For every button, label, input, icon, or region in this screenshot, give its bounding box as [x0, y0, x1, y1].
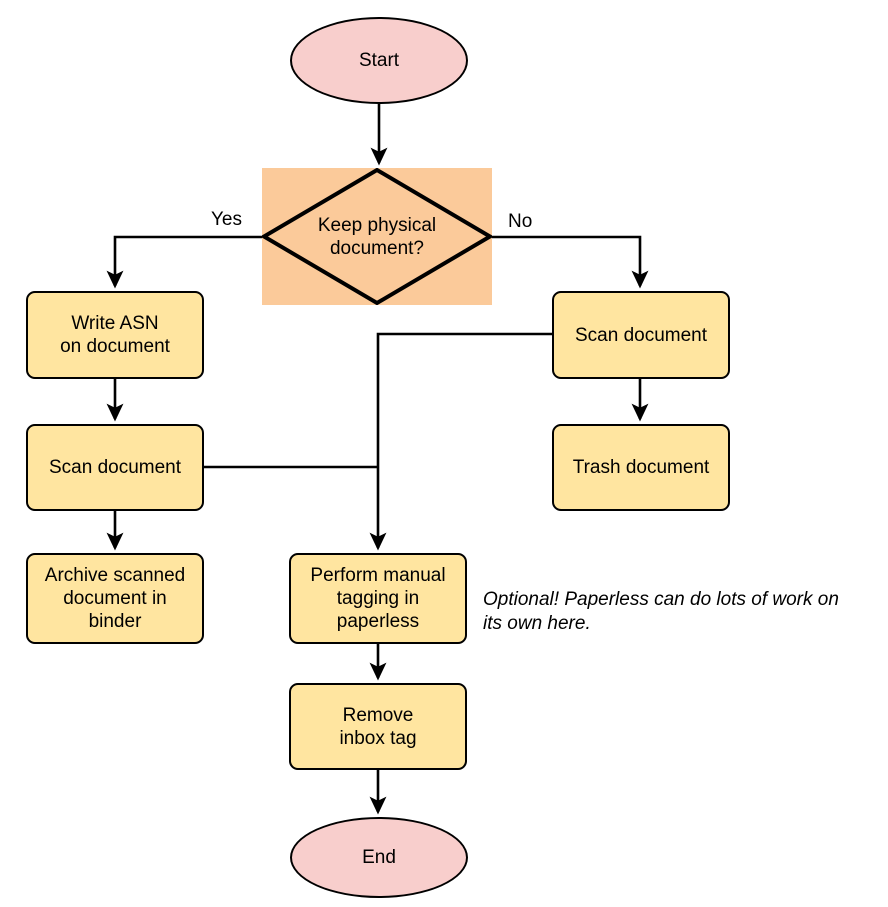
- annotation-optional-note: Optional! Paperless can do lots of work …: [483, 588, 883, 636]
- node-remove-label-line2: inbox tag: [339, 727, 417, 749]
- node-tagging-label: Perform manual tagging in paperless: [310, 564, 445, 633]
- edge-decision-to-scan-right: [492, 235, 649, 289]
- node-remove-label-line1: Remove: [342, 704, 414, 726]
- node-tagging-label-line1: Perform manual: [310, 565, 446, 586]
- node-tagging-label-line2: tagging in: [336, 588, 420, 609]
- node-archive-label-line1: Archive scanned: [44, 565, 186, 586]
- diamond-shape: [262, 168, 492, 305]
- node-scan-document-right-label: Scan document: [574, 324, 708, 346]
- node-decision-keep-physical-document[interactable]: Keep physical document?: [262, 168, 492, 305]
- node-remove-label: Remove inbox tag: [339, 704, 416, 750]
- node-scan-document-left-label: Scan document: [48, 457, 182, 478]
- edge-label-no: No: [508, 211, 533, 232]
- edge-decision-to-write-asn: [106, 235, 262, 289]
- node-write-asn-label-line1: Write ASN: [71, 313, 159, 334]
- node-write-asn-on-document[interactable]: Write ASN on document: [26, 291, 204, 379]
- node-archive-scanned-document[interactable]: Archive scanned document in binder: [26, 553, 204, 644]
- node-write-asn-label: Write ASN on document: [60, 312, 170, 358]
- node-start[interactable]: Start: [290, 17, 468, 104]
- annotation-optional-note-line2: its own here.: [483, 613, 591, 634]
- node-archive-label: Archive scanned document in binder: [45, 564, 185, 633]
- node-trash-document-label: Trash document: [572, 457, 710, 478]
- node-remove-inbox-tag[interactable]: Remove inbox tag: [289, 683, 467, 770]
- node-scan-document-left[interactable]: Scan document: [26, 424, 204, 511]
- edge-scan-right-to-tagging: [369, 332, 552, 551]
- edge-label-yes: Yes: [211, 209, 242, 230]
- node-perform-manual-tagging[interactable]: Perform manual tagging in paperless: [289, 553, 467, 644]
- node-end[interactable]: End: [290, 817, 468, 898]
- node-tagging-label-line3: paperless: [336, 611, 420, 632]
- node-trash-document[interactable]: Trash document: [552, 424, 730, 511]
- node-archive-label-line2: document in: [63, 588, 167, 609]
- node-archive-label-line3: binder: [88, 611, 142, 632]
- node-scan-document-right[interactable]: Scan document: [552, 291, 730, 379]
- node-write-asn-label-line2: on document: [60, 336, 170, 357]
- node-end-label: End: [362, 847, 396, 868]
- node-start-label: Start: [358, 50, 400, 71]
- annotation-optional-note-line1: Optional! Paperless can do lots of work …: [483, 589, 839, 610]
